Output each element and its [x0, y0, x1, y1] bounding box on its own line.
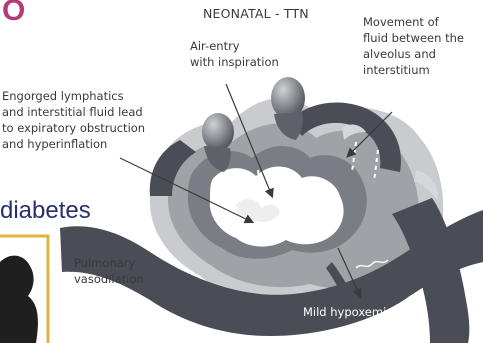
- cropped-letter-fragment: O: [2, 0, 25, 28]
- diagram-title: NEONATAL - TTN: [203, 6, 309, 21]
- label-pulmonary-vasodilation: Pulmonary vasodilation: [74, 255, 144, 287]
- label-engorged-lymphatics: Engorged lymphatics and interstitial flu…: [2, 88, 145, 152]
- label-fluid-movement: Movement of fluid between the alveolus a…: [363, 14, 464, 78]
- cropped-word-fragment: diabetes: [0, 197, 91, 225]
- label-air-entry: Air-entry with inspiration: [190, 38, 279, 70]
- cropped-icon-frame: [0, 236, 48, 343]
- label-mild-hypoxemia: Mild hypoxemia: [303, 305, 393, 319]
